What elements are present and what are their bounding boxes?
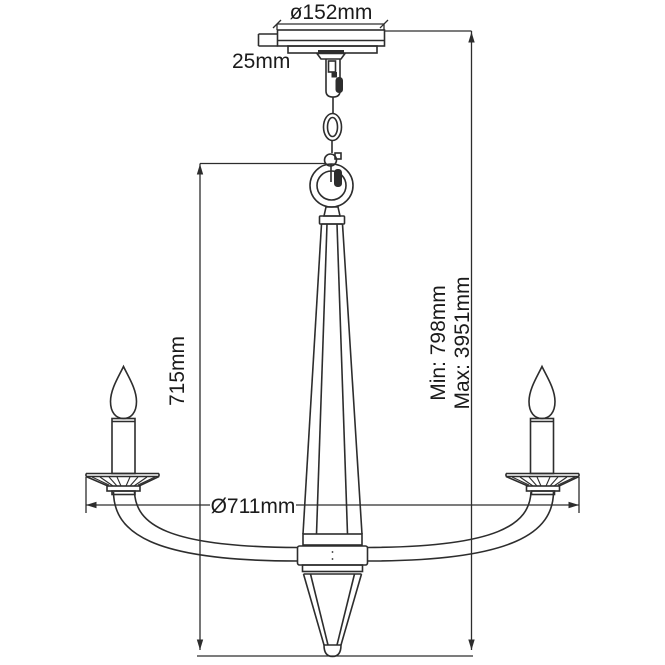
- hook-catch: [334, 152, 342, 160]
- right-arm-inner-curve: [367, 491, 532, 549]
- left-arm: [112, 491, 298, 562]
- column-inner-left: [315, 223, 328, 535]
- center-column: [302, 206, 363, 546]
- chain-link-inner: [326, 116, 339, 138]
- arm-hub: [296, 545, 369, 573]
- left-arm-outer-curve: [112, 491, 298, 562]
- finial-ball: [323, 644, 342, 658]
- finial-right-edge: [340, 573, 363, 646]
- column-inner-right: [336, 223, 349, 535]
- fixture-height-arrow-down: [196, 639, 204, 650]
- left-candle-bulb: [109, 364, 138, 420]
- dim-min-max-height: [197, 30, 475, 657]
- right-candle: [505, 364, 580, 496]
- fixture-width-arrow-left: [86, 501, 97, 509]
- canopy-plate: [276, 29, 386, 47]
- right-bobeche-cone-left: [505, 475, 529, 487]
- hub-detail-dot2: [331, 558, 334, 560]
- right-candle-sleeve: [529, 417, 555, 475]
- column-cap: [318, 215, 346, 225]
- column-bottom-band: [302, 533, 363, 546]
- dim-fixture-width: [85, 477, 580, 513]
- canopy-height-label: 25mm: [232, 50, 290, 73]
- left-bobeche-cone-right: [138, 475, 160, 487]
- right-bobeche-hatching: [511, 476, 576, 487]
- finial-inner-left: [309, 573, 329, 646]
- fixture-height-arrow-up: [196, 164, 204, 175]
- canopy-flange: [315, 52, 347, 60]
- canopy-collar: [318, 50, 344, 54]
- canopy-diameter-label: ø152mm: [290, 1, 373, 24]
- finial-left-edge: [302, 573, 325, 646]
- clevis-nut: [331, 72, 337, 78]
- left-arm-inner-curve: [133, 491, 298, 549]
- ring-pin: [334, 169, 342, 187]
- right-candle-bulb: [528, 364, 556, 420]
- fixture-width-label-backing: [210, 494, 296, 517]
- column-neck: [323, 206, 341, 217]
- column-left-edge: [302, 223, 323, 535]
- left-bobeche-collar: [111, 490, 136, 496]
- right-bobeche-cone-right: [558, 475, 580, 487]
- minmax-arrow-up: [468, 32, 475, 43]
- clevis-pin: [335, 77, 343, 93]
- minmax-arrow-down: [468, 639, 475, 650]
- max-height-label: Max: 3951mm: [451, 276, 474, 409]
- chain-assembly: [315, 50, 347, 167]
- bottom-finial: [302, 573, 363, 658]
- left-bobeche-hatching: [91, 476, 156, 487]
- min-height-label: Min: 798mm: [427, 285, 450, 401]
- left-bobeche-cone-left: [85, 475, 109, 487]
- hub-lower-ring: [301, 564, 364, 573]
- hub-detail-dot: [331, 551, 334, 553]
- dim-fixture-height: [196, 162, 326, 650]
- clevis-slot: [327, 60, 337, 73]
- left-candle: [85, 364, 160, 496]
- fixture-width-arrow-right: [568, 501, 579, 509]
- left-candle-sleeve: [111, 417, 136, 475]
- right-bobeche-collar: [530, 490, 556, 496]
- finial-inner-right: [336, 573, 356, 646]
- right-arm: [367, 491, 555, 562]
- hanging-ring: [309, 163, 354, 208]
- dim-canopy-diameter: [272, 19, 389, 30]
- ceiling-canopy: [257, 29, 386, 54]
- column-right-edge: [341, 223, 363, 535]
- right-arm-outer-curve: [367, 491, 555, 562]
- fixture-width-label: Ø711mm: [211, 495, 296, 518]
- hub-body: [296, 545, 369, 566]
- fixture-height-label: 715mm: [166, 336, 189, 406]
